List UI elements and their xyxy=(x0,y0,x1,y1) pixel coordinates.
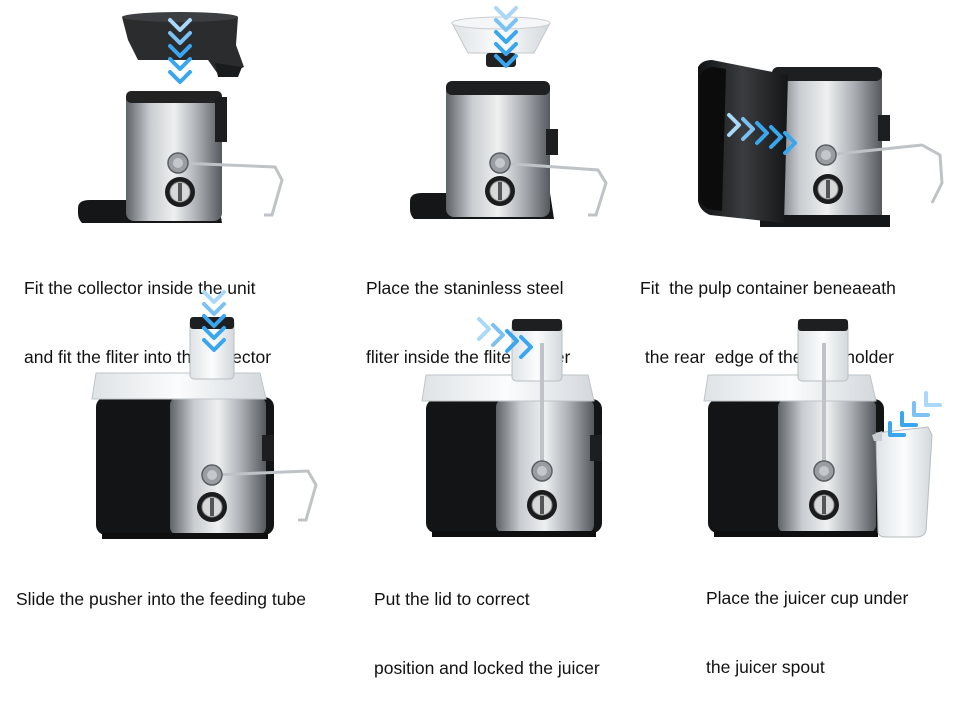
step-6-caption: Place the juicer cup under the juicer sp… xyxy=(706,541,908,725)
step-4: Slide the pusher into the feeding tube xyxy=(10,290,320,609)
step-6-illustration xyxy=(703,319,942,538)
caption-line: Place the juicer cup under xyxy=(706,588,909,608)
juicer-assembled xyxy=(703,319,884,537)
juice-cup-part xyxy=(872,426,933,538)
caption-line: Fit the pulp container beneaeath xyxy=(640,278,896,298)
motor-base xyxy=(78,91,284,223)
step-1-illustration xyxy=(78,12,284,223)
step-6: Place the juicer cup under the juicer sp… xyxy=(650,295,960,677)
caption-line: Place the staninless steel xyxy=(366,278,564,298)
motor-base xyxy=(760,67,944,227)
step-3-caption: Fit the pulp container beneaeath the rea… xyxy=(640,231,896,415)
motor-base xyxy=(410,81,608,219)
caption-line: the rear edge of the filter holder xyxy=(640,347,894,367)
caption-line: position and locked the juicer xyxy=(374,658,600,678)
step-3: Fit the pulp container beneaeath the rea… xyxy=(640,5,960,367)
step-5: Put the lid to correct position and lock… xyxy=(340,295,650,678)
juicer-assembled xyxy=(421,319,602,537)
step-3-illustration xyxy=(698,60,944,227)
step-4-illustration xyxy=(91,290,318,539)
step-2: Place the staninless steel fliter inside… xyxy=(340,5,650,367)
step-5-caption: Put the lid to correct position and lock… xyxy=(374,542,600,726)
collector-part xyxy=(122,12,244,77)
caption-line: Fit the collector inside the unit xyxy=(24,278,256,298)
juicer-assembled xyxy=(91,317,318,539)
step-2-illustration xyxy=(410,6,608,219)
step-5-illustration xyxy=(421,317,602,537)
step-1: Fit the collector inside the unit and fi… xyxy=(10,5,320,367)
pulp-container-part xyxy=(698,60,788,223)
caption-line: the juicer spout xyxy=(706,657,825,677)
step-1-caption: Fit the collector inside the unit and fi… xyxy=(24,231,271,415)
